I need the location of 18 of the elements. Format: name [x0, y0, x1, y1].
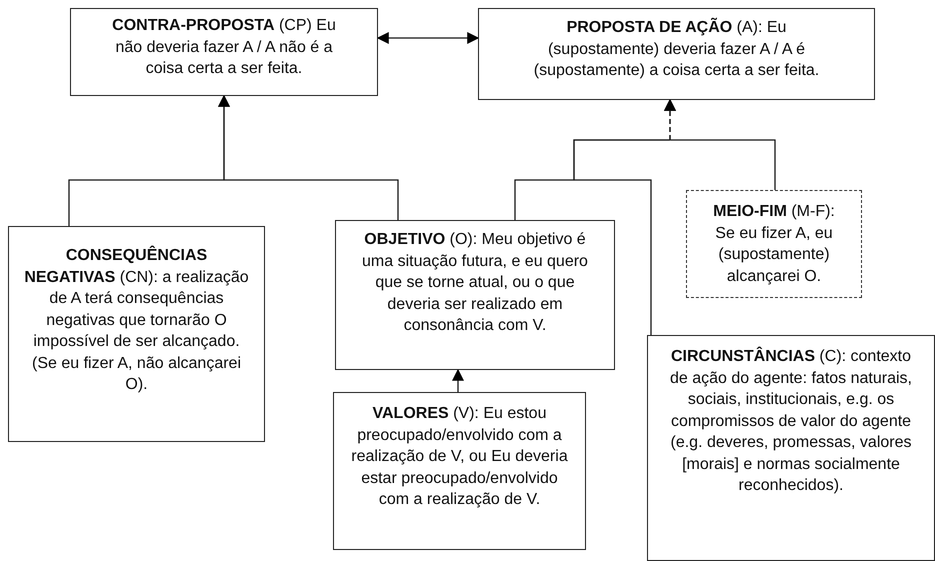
node-text: PROPOSTA DE AÇÃO (A): Eu (supostamente) deveria fazer A / A é (supostamente) a coisa certa a ser feita. [532, 17, 820, 81]
means-end-box [686, 190, 862, 298]
arrow [376, 32, 480, 44]
node-text: CONTRA-PROPOSTA (CP) Eu não deveria fazer A / A não é a coisa certa a ser feita. [111, 16, 337, 79]
values-box [333, 392, 586, 550]
node-text: VALORES (V): Eu estou preocupado/envolvido com a realização de V, ou Eu deveria estar preocupado/envolvido com a realização de V. [350, 404, 569, 510]
arrow [664, 98, 776, 190]
arrow [218, 94, 399, 220]
goal-box [335, 220, 615, 370]
action-proposal-box [478, 8, 875, 100]
node-text: MEIO-FIM (M-F): Se eu fizer A, eu (supostamente) alcançarei O. [712, 202, 836, 286]
node-text: OBJETIVO (O): Meu objetivo é uma situação futura, e eu quero que se torne atual, ou o que deveria ser realizado em consonância com V. [361, 230, 589, 336]
consequences-box [8, 226, 265, 442]
node-text: CONSEQUÊNCIAS NEGATIVAS (CN): a realização de A terá consequências negativas que tornarão O impossível de ser alcançado. (Se eu fizer A, não alcançarei O). [23, 245, 250, 395]
circumstances-box [647, 335, 935, 561]
arrow [452, 368, 464, 392]
counter-proposal-box [70, 8, 378, 96]
node-text: CIRCUNSTÂNCIAS (C): contexto de ação do agente: fatos naturais, sociais, institucionais, e.g. os compromissos de valor do agente (e.g. deveres, promessas, valores [morais] e normas socialmente reconhecidos). [669, 346, 913, 496]
